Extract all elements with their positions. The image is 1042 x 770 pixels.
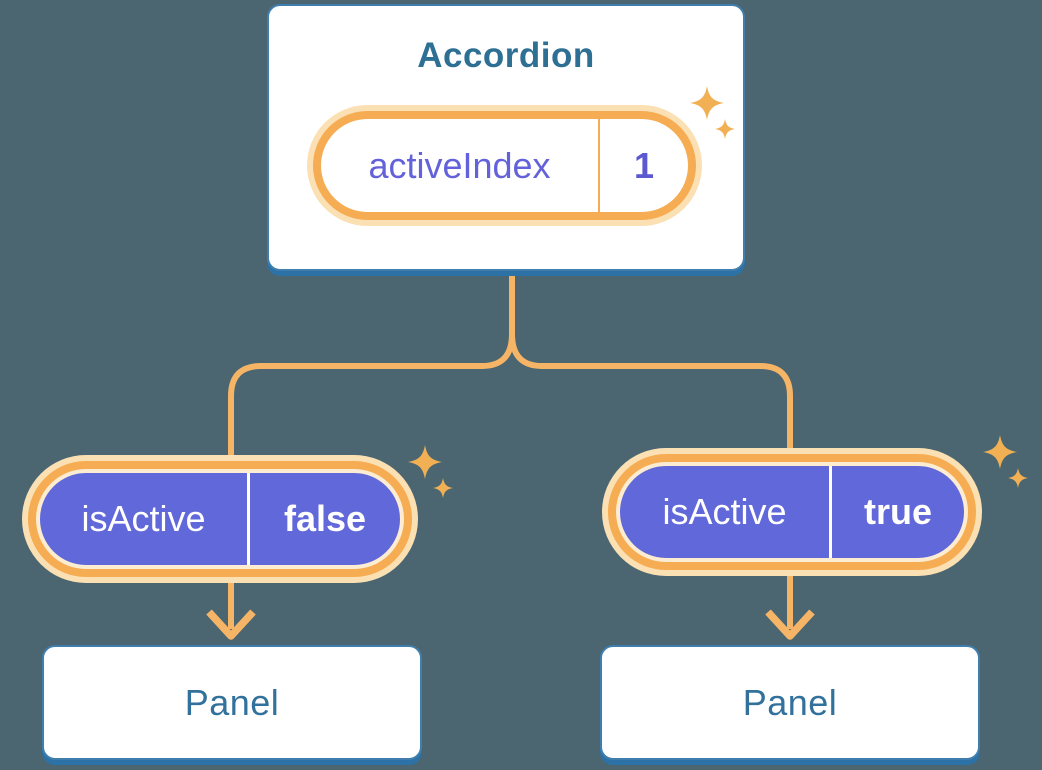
panel-title: Panel bbox=[742, 681, 838, 723]
prop-pill-isactive-false: isActive false bbox=[36, 469, 404, 569]
panel-card-right: Panel bbox=[600, 645, 980, 760]
pill-divider bbox=[829, 466, 832, 558]
pill-divider bbox=[598, 119, 600, 212]
arrow-down-icon bbox=[206, 560, 256, 640]
arrow-head bbox=[765, 609, 815, 640]
connector-right-branch bbox=[509, 333, 793, 456]
state-value: 1 bbox=[633, 144, 655, 186]
prop-label: isActive bbox=[662, 491, 787, 532]
pill-divider bbox=[247, 473, 250, 565]
connector-left-branch bbox=[228, 268, 515, 462]
prop-value: false bbox=[283, 498, 367, 539]
prop-label: isActive bbox=[81, 498, 206, 539]
sparkle-icon bbox=[690, 86, 735, 139]
accordion-title: Accordion bbox=[417, 36, 595, 75]
prop-value: true bbox=[863, 491, 932, 532]
panel-title: Panel bbox=[184, 681, 280, 723]
arrow-head bbox=[206, 609, 256, 640]
state-label: activeIndex bbox=[368, 144, 551, 186]
state-pill-activeindex: activeIndex 1 bbox=[313, 111, 696, 220]
sparkle-icon bbox=[983, 435, 1028, 488]
panel-card-left: Panel bbox=[42, 645, 422, 760]
arrow-down-icon bbox=[765, 555, 815, 640]
prop-pill-isactive-true: isActive true bbox=[616, 462, 968, 562]
sparkle-icon bbox=[408, 445, 453, 498]
